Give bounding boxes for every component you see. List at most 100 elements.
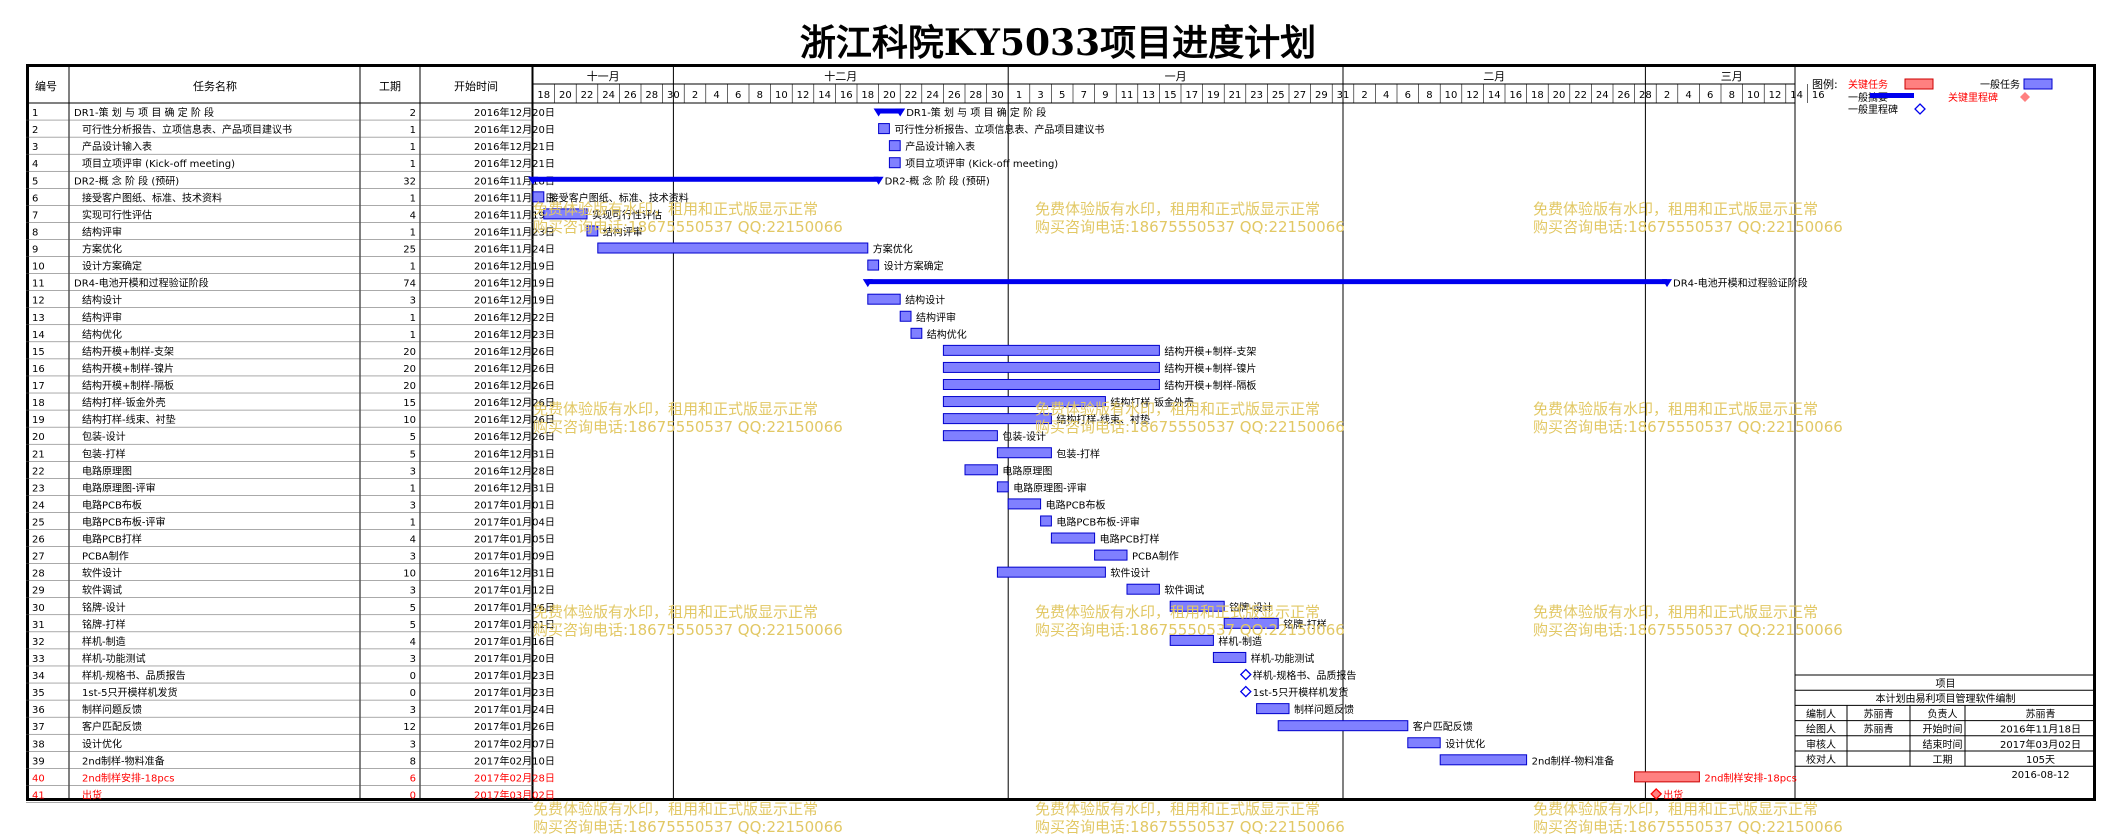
gantt-milestone [1650, 788, 1663, 800]
task-id: 27 [32, 552, 45, 563]
gantt-bar-label: 铭牌-设计 [1229, 601, 1273, 614]
gantt-frame [26, 64, 2096, 801]
task-start: 2017年01月05日 [474, 533, 555, 546]
task-duration: 10 [403, 415, 416, 426]
day-tick-label: 4 [1383, 90, 1389, 101]
gantt-bar-label: DR2-概 念 阶 段 (预研) [885, 174, 990, 187]
gantt-summary-cap [862, 279, 873, 288]
day-tick-label: 22 [581, 90, 594, 101]
watermark-text: 免费体验版有水印，租用和正式版显示正常购买咨询电话:18675550537 QQ… [533, 603, 843, 639]
task-duration: 1 [410, 262, 416, 273]
task-name: 可行性分析报告、立项信息表、产品项目建议书 [82, 123, 292, 136]
task-duration: 74 [403, 279, 416, 290]
info-cell: 工期 [1933, 754, 1953, 766]
task-start: 2017年01月21日 [474, 618, 555, 631]
task-start: 2017年02月28日 [474, 771, 555, 784]
task-id: 36 [32, 705, 45, 716]
task-id: 35 [32, 688, 45, 699]
info-cell: 编制人 [1806, 707, 1836, 720]
day-tick-label: 18 [537, 90, 550, 101]
task-start: 2016年12月31日 [474, 567, 555, 580]
task-duration: 1 [410, 142, 416, 153]
gantt-bar-label: 设计方案确定 [884, 260, 944, 273]
watermark-text: 免费体验版有水印，租用和正式版显示正常购买咨询电话:18675550537 QQ… [1035, 800, 1345, 836]
gantt-bar-label: 项目立项评审 (Kick-off meeting) [905, 157, 1058, 170]
task-id: 12 [32, 296, 45, 307]
gantt-task-bar [1050, 532, 1096, 544]
info-cell: 结束时间 [1923, 738, 1963, 751]
gantt-task-bar [1277, 720, 1409, 732]
watermark-text: 免费体验版有水印，租用和正式版显示正常购买咨询电话:18675550537 QQ… [1533, 400, 1843, 436]
task-start: 2017年01月24日 [474, 703, 555, 716]
task-name: 样机-制造 [82, 635, 126, 648]
gantt-bar-label: 产品设计输入表 [905, 140, 975, 153]
day-tick-label: 10 [1747, 90, 1760, 101]
task-name: 铭牌-设计 [82, 601, 126, 614]
day-tick-label: 15 [1164, 90, 1177, 101]
day-tick-label: 12 [797, 90, 810, 101]
gantt-bar-label: 样机-制造 [1218, 635, 1262, 648]
info-cell: 绘图人 [1806, 723, 1836, 736]
task-duration: 3 [410, 705, 416, 716]
task-name: 样机-功能测试 [82, 652, 146, 665]
task-id: 41 [32, 790, 45, 801]
task-name: 结构开模+制样-隔板 [82, 379, 174, 392]
task-duration: 1 [410, 125, 416, 136]
gantt-summary-cap [873, 108, 884, 117]
gantt-task-bar [964, 464, 998, 476]
gantt-bar-label: 方案优化 [873, 243, 913, 256]
day-tick-label: 12 [1769, 90, 1782, 101]
gantt-bar-label: 设计优化 [1445, 737, 1485, 750]
task-id: 31 [32, 620, 45, 631]
day-tick-label: 16 [840, 90, 853, 101]
task-name: 实现可行性评估 [82, 208, 152, 221]
gantt-bar-label: 接受客户图纸、标准、技术资料 [549, 191, 689, 204]
gantt-task-bar [996, 447, 1052, 459]
info-cell: 开始时间 [1923, 723, 1963, 736]
watermark-text: 免费体验版有水印，租用和正式版显示正常购买咨询电话:18675550537 QQ… [1035, 200, 1345, 236]
day-tick-label: 5 [1059, 90, 1065, 101]
task-name: 结构设计 [82, 294, 122, 307]
month-label: 二月 [1483, 70, 1505, 83]
task-duration: 3 [410, 466, 416, 477]
task-duration: 32 [403, 176, 416, 187]
watermark-text: 免费体验版有水印，租用和正式版显示正常购买咨询电话:18675550537 QQ… [533, 400, 843, 436]
gantt-task-bar [910, 327, 923, 339]
task-name: 结构打样-钣金外壳 [82, 396, 166, 409]
legend-task-swatch [2023, 78, 2053, 90]
month-label: 十二月 [824, 69, 857, 83]
task-duration: 1 [410, 483, 416, 494]
month-label: 十一月 [587, 69, 620, 83]
task-duration: 1 [410, 518, 416, 529]
task-name: 制样问题反馈 [82, 703, 142, 716]
info-project-label: 项目 [1936, 678, 1956, 690]
day-tick-label: 13 [1142, 90, 1155, 101]
task-duration: 3 [410, 552, 416, 563]
gantt-task-bar [942, 396, 1106, 408]
task-id: 37 [32, 722, 45, 733]
task-start: 2017年01月20日 [474, 652, 555, 665]
gantt-milestone [1239, 668, 1252, 681]
task-id: 26 [32, 535, 45, 546]
task-start: 2017年01月12日 [474, 584, 555, 597]
gantt-task-bar [1169, 634, 1214, 646]
gantt-bar-label: 样机-规格书、品质报告 [1253, 669, 1357, 682]
task-start: 2016年11月19日 [474, 208, 555, 221]
task-id: 9 [32, 245, 38, 256]
watermark-text: 免费体验版有水印，租用和正式版显示正常购买咨询电话:18675550537 QQ… [1533, 200, 1843, 236]
watermark-text: 免费体验版有水印，租用和正式版显示正常购买咨询电话:18675550537 QQ… [533, 800, 843, 836]
day-tick-label: 9 [1102, 90, 1108, 101]
gantt-bar-label: 软件设计 [1110, 567, 1150, 580]
legend-critical-milestone-swatch [2020, 92, 2030, 102]
task-start: 2017年01月26日 [474, 720, 555, 733]
day-tick-label: 14 [1790, 90, 1803, 101]
day-tick-label: 28 [969, 90, 982, 101]
task-name: 电路PCB打样 [82, 533, 142, 546]
task-duration: 3 [410, 500, 416, 511]
task-id: 32 [32, 637, 45, 648]
task-start: 2016年12月22日 [474, 311, 555, 324]
day-tick-label: 22 [905, 90, 918, 101]
day-tick-label: 10 [1445, 90, 1458, 101]
day-tick-label: 2 [1664, 90, 1670, 101]
legend-critical-swatch [1904, 78, 1934, 90]
